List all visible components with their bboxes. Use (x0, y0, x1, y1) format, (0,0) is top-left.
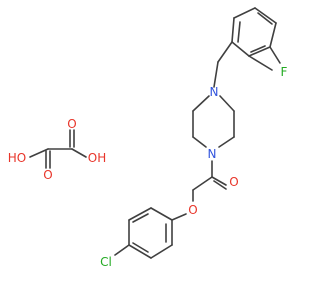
ring-bond (233, 7, 256, 19)
atom-cl: Cl (100, 255, 112, 269)
atom-f: F (281, 65, 288, 79)
ring-aromatic-bond (132, 213, 149, 223)
ring-bond (150, 244, 173, 259)
bond-carbonyl-o-b (213, 180, 227, 190)
bond-o-ring (171, 213, 187, 221)
atom-ho-left: HO (8, 151, 26, 165)
atom-o-right-top: O (67, 117, 76, 131)
oxalic-acid: HO O O OH (8, 117, 106, 182)
ring-bond (248, 55, 273, 71)
bond-carbonyl-ch2 (192, 176, 213, 191)
ring-bond (248, 46, 271, 57)
ring-bond (219, 95, 235, 112)
bond-c-f (269, 46, 281, 64)
bond-ch2-n (213, 61, 219, 88)
fluorophenyl-ring: F (213, 7, 288, 88)
ring-bond (150, 207, 173, 221)
ring-bond (128, 244, 152, 259)
molecule-diagram: HO O O OH F N N (8, 7, 288, 269)
bond-c2-oh (71, 148, 87, 158)
ring-aromatic-bond (250, 45, 266, 53)
ring-bond (269, 22, 277, 48)
ring-bond (218, 136, 235, 148)
ring-bond (192, 95, 210, 112)
ring-bond (192, 136, 207, 148)
atom-o-ether: O (188, 203, 197, 217)
bond-carbonyl-o-a (211, 176, 227, 186)
bond-c-cl (114, 244, 130, 256)
atom-o-carbonyl: O (229, 175, 238, 189)
piperazine-ring: N N (192, 85, 235, 161)
atom-n-bottom: N (208, 147, 217, 161)
bond-c1-oh (29, 148, 49, 158)
ring-aromatic-bond (237, 21, 241, 43)
ring-aromatic-bond (132, 242, 149, 253)
ring-bond (128, 207, 152, 221)
bond-ring-ch2 (217, 41, 233, 63)
chlorophenyl-ring: Cl (100, 207, 187, 269)
atom-o-left-bottom: O (43, 168, 52, 182)
ring-aromatic-bond (257, 12, 273, 25)
atom-n-top: N (210, 85, 219, 99)
acetyl-linker: O O (188, 160, 239, 217)
atom-oh-right: OH (88, 151, 106, 165)
ring-bond (231, 41, 250, 57)
ring-bond (231, 17, 235, 43)
ring-bond (254, 7, 277, 24)
